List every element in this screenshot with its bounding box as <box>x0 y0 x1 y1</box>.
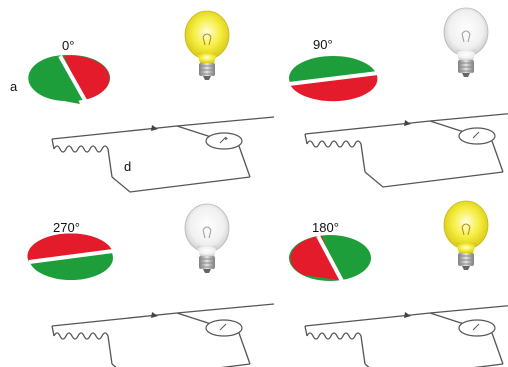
dial-red-half <box>64 55 110 100</box>
dial-divider <box>288 71 379 86</box>
angle-label-90: 90° <box>313 37 333 52</box>
circuit <box>304 303 508 367</box>
angle-label-180: 180° <box>312 220 339 235</box>
angle-label-270: 270° <box>53 220 80 235</box>
galvanometer-icon <box>458 319 496 337</box>
dial-90deg <box>288 56 379 102</box>
lightbulb-on-icon <box>184 10 230 80</box>
dial-red-half <box>27 233 112 262</box>
panel-90deg <box>288 7 508 188</box>
label-a: a <box>10 79 18 94</box>
dial-180deg <box>289 235 371 282</box>
dial-270deg <box>27 233 114 280</box>
panel-270deg <box>27 203 275 367</box>
galvanometer-icon <box>205 319 243 337</box>
dial-divider <box>58 55 88 103</box>
galvanometer-icon <box>205 132 243 150</box>
dial-divider <box>316 235 344 282</box>
galvanometer-icon <box>458 127 496 145</box>
lightbulb-off-icon <box>443 7 489 77</box>
dial-divider <box>28 249 114 264</box>
panel-0deg <box>28 10 275 193</box>
angle-label-0: 0° <box>62 38 75 53</box>
lightbulb-on-icon <box>443 200 489 270</box>
circuit <box>51 116 275 193</box>
lightbulb-off-icon <box>184 203 230 273</box>
label-d: d <box>124 159 132 174</box>
circuit <box>304 111 508 188</box>
dial-0deg <box>28 54 110 104</box>
circuit <box>51 303 275 367</box>
panel-180deg <box>289 200 508 367</box>
